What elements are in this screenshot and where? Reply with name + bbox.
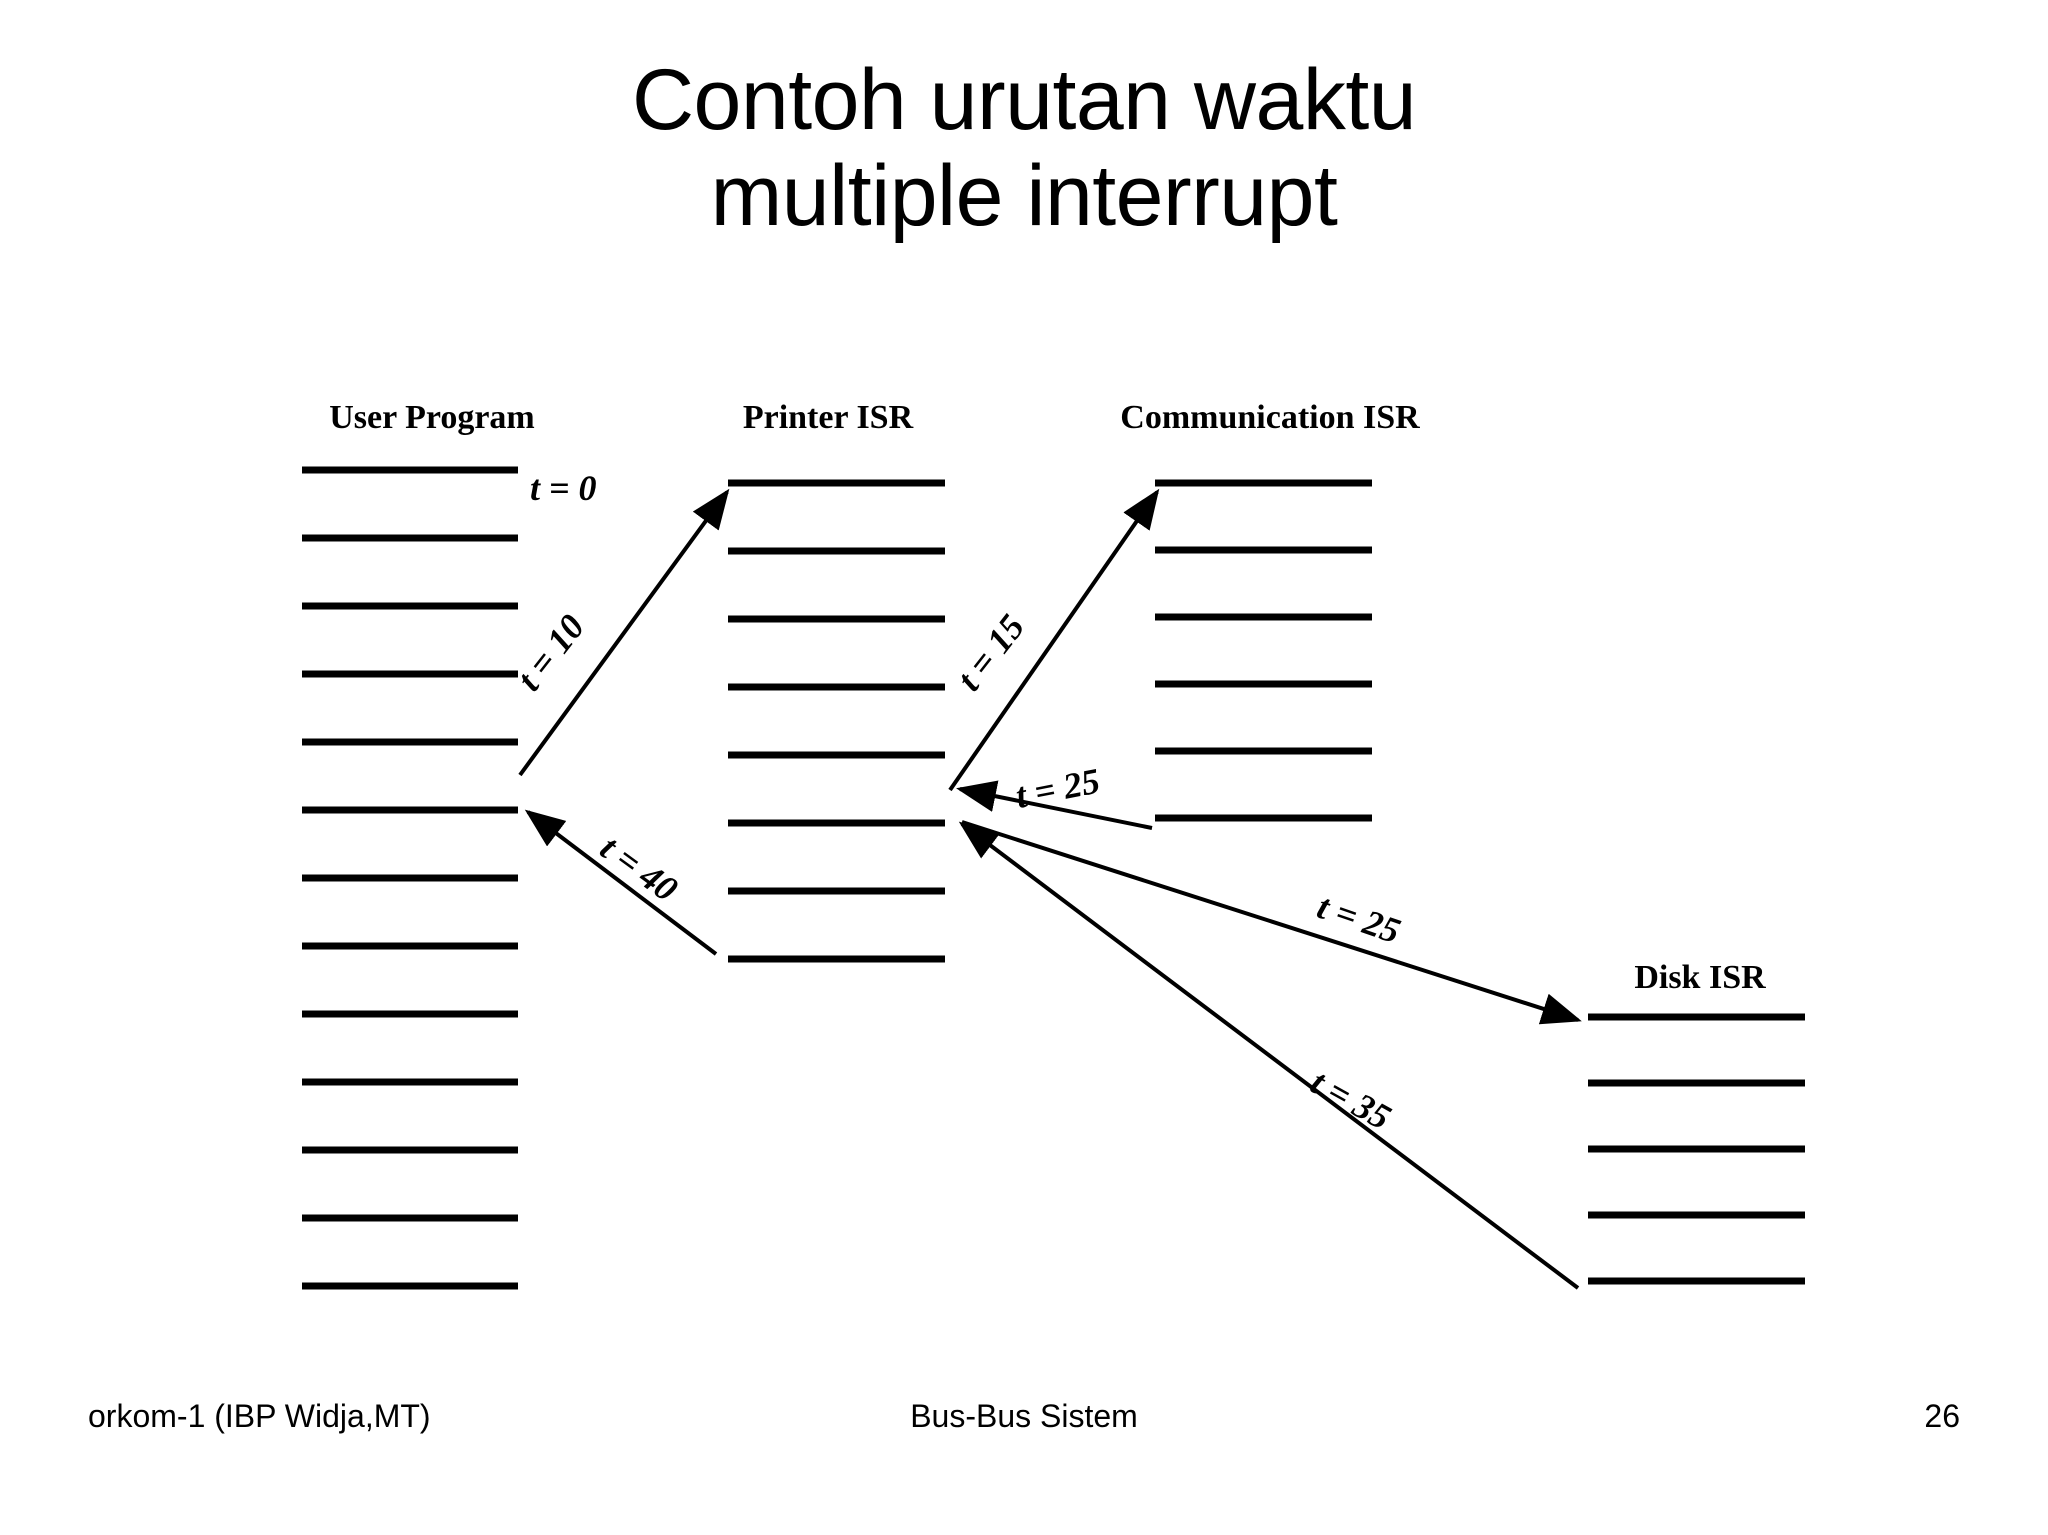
arrow-printer-to-communication xyxy=(948,488,1160,792)
arrow-communication-to-printer-t25 xyxy=(956,780,1153,830)
column-header-user-program: User Program xyxy=(329,399,535,436)
footer-subject: Bus-Bus Sistem xyxy=(910,1398,1138,1434)
slide-footer: orkom-1 (IBP Widja,MT) Bus-Bus Sistem 26 xyxy=(0,1398,2048,1468)
instruction-lines-user_program xyxy=(302,466,518,1290)
page-title-line-1: Contoh urutan waktu xyxy=(631,52,1417,148)
arrow-communication-to-disk-t25 xyxy=(961,820,1582,1025)
column-header-communication-isr: Communication ISR xyxy=(1120,399,1420,436)
interrupt-timing-diagram: User Program Printer ISR Communication I… xyxy=(302,399,1805,1290)
time-label-t25-to-disk: t = 25 xyxy=(1312,886,1405,951)
page-title: Contoh urutan waktu multiple interrupt xyxy=(0,52,2048,245)
transfer-arrows xyxy=(518,488,1582,1290)
arrow-printer-to-user-t40 xyxy=(524,809,718,956)
time-label-t15: t = 15 xyxy=(949,607,1033,698)
instruction-line-groups xyxy=(302,466,1805,1290)
instruction-lines-communication_isr xyxy=(1155,479,1372,822)
column-header-disk-isr: Disk ISR xyxy=(1634,959,1766,996)
time-label-t10: t = 10 xyxy=(509,607,593,698)
column-header-printer-isr: Printer ISR xyxy=(743,399,914,436)
time-label-t25-to-communication: t = 25 xyxy=(1012,761,1103,816)
footer-author: orkom-1 (IBP Widja,MT) xyxy=(88,1398,431,1434)
time-label-t35-to-disk: t = 35 xyxy=(1304,1062,1397,1138)
instruction-lines-disk_isr xyxy=(1588,1013,1805,1285)
instruction-lines-printer_isr xyxy=(728,479,945,963)
time-label-t0: t = 0 xyxy=(530,468,597,508)
arrow-user-to-printer xyxy=(518,488,730,777)
footer-page-number: 26 xyxy=(1924,1398,1960,1434)
page-title-line-2: multiple interrupt xyxy=(710,148,1338,245)
arrow-disk-to-printer-t35 xyxy=(958,821,1580,1290)
